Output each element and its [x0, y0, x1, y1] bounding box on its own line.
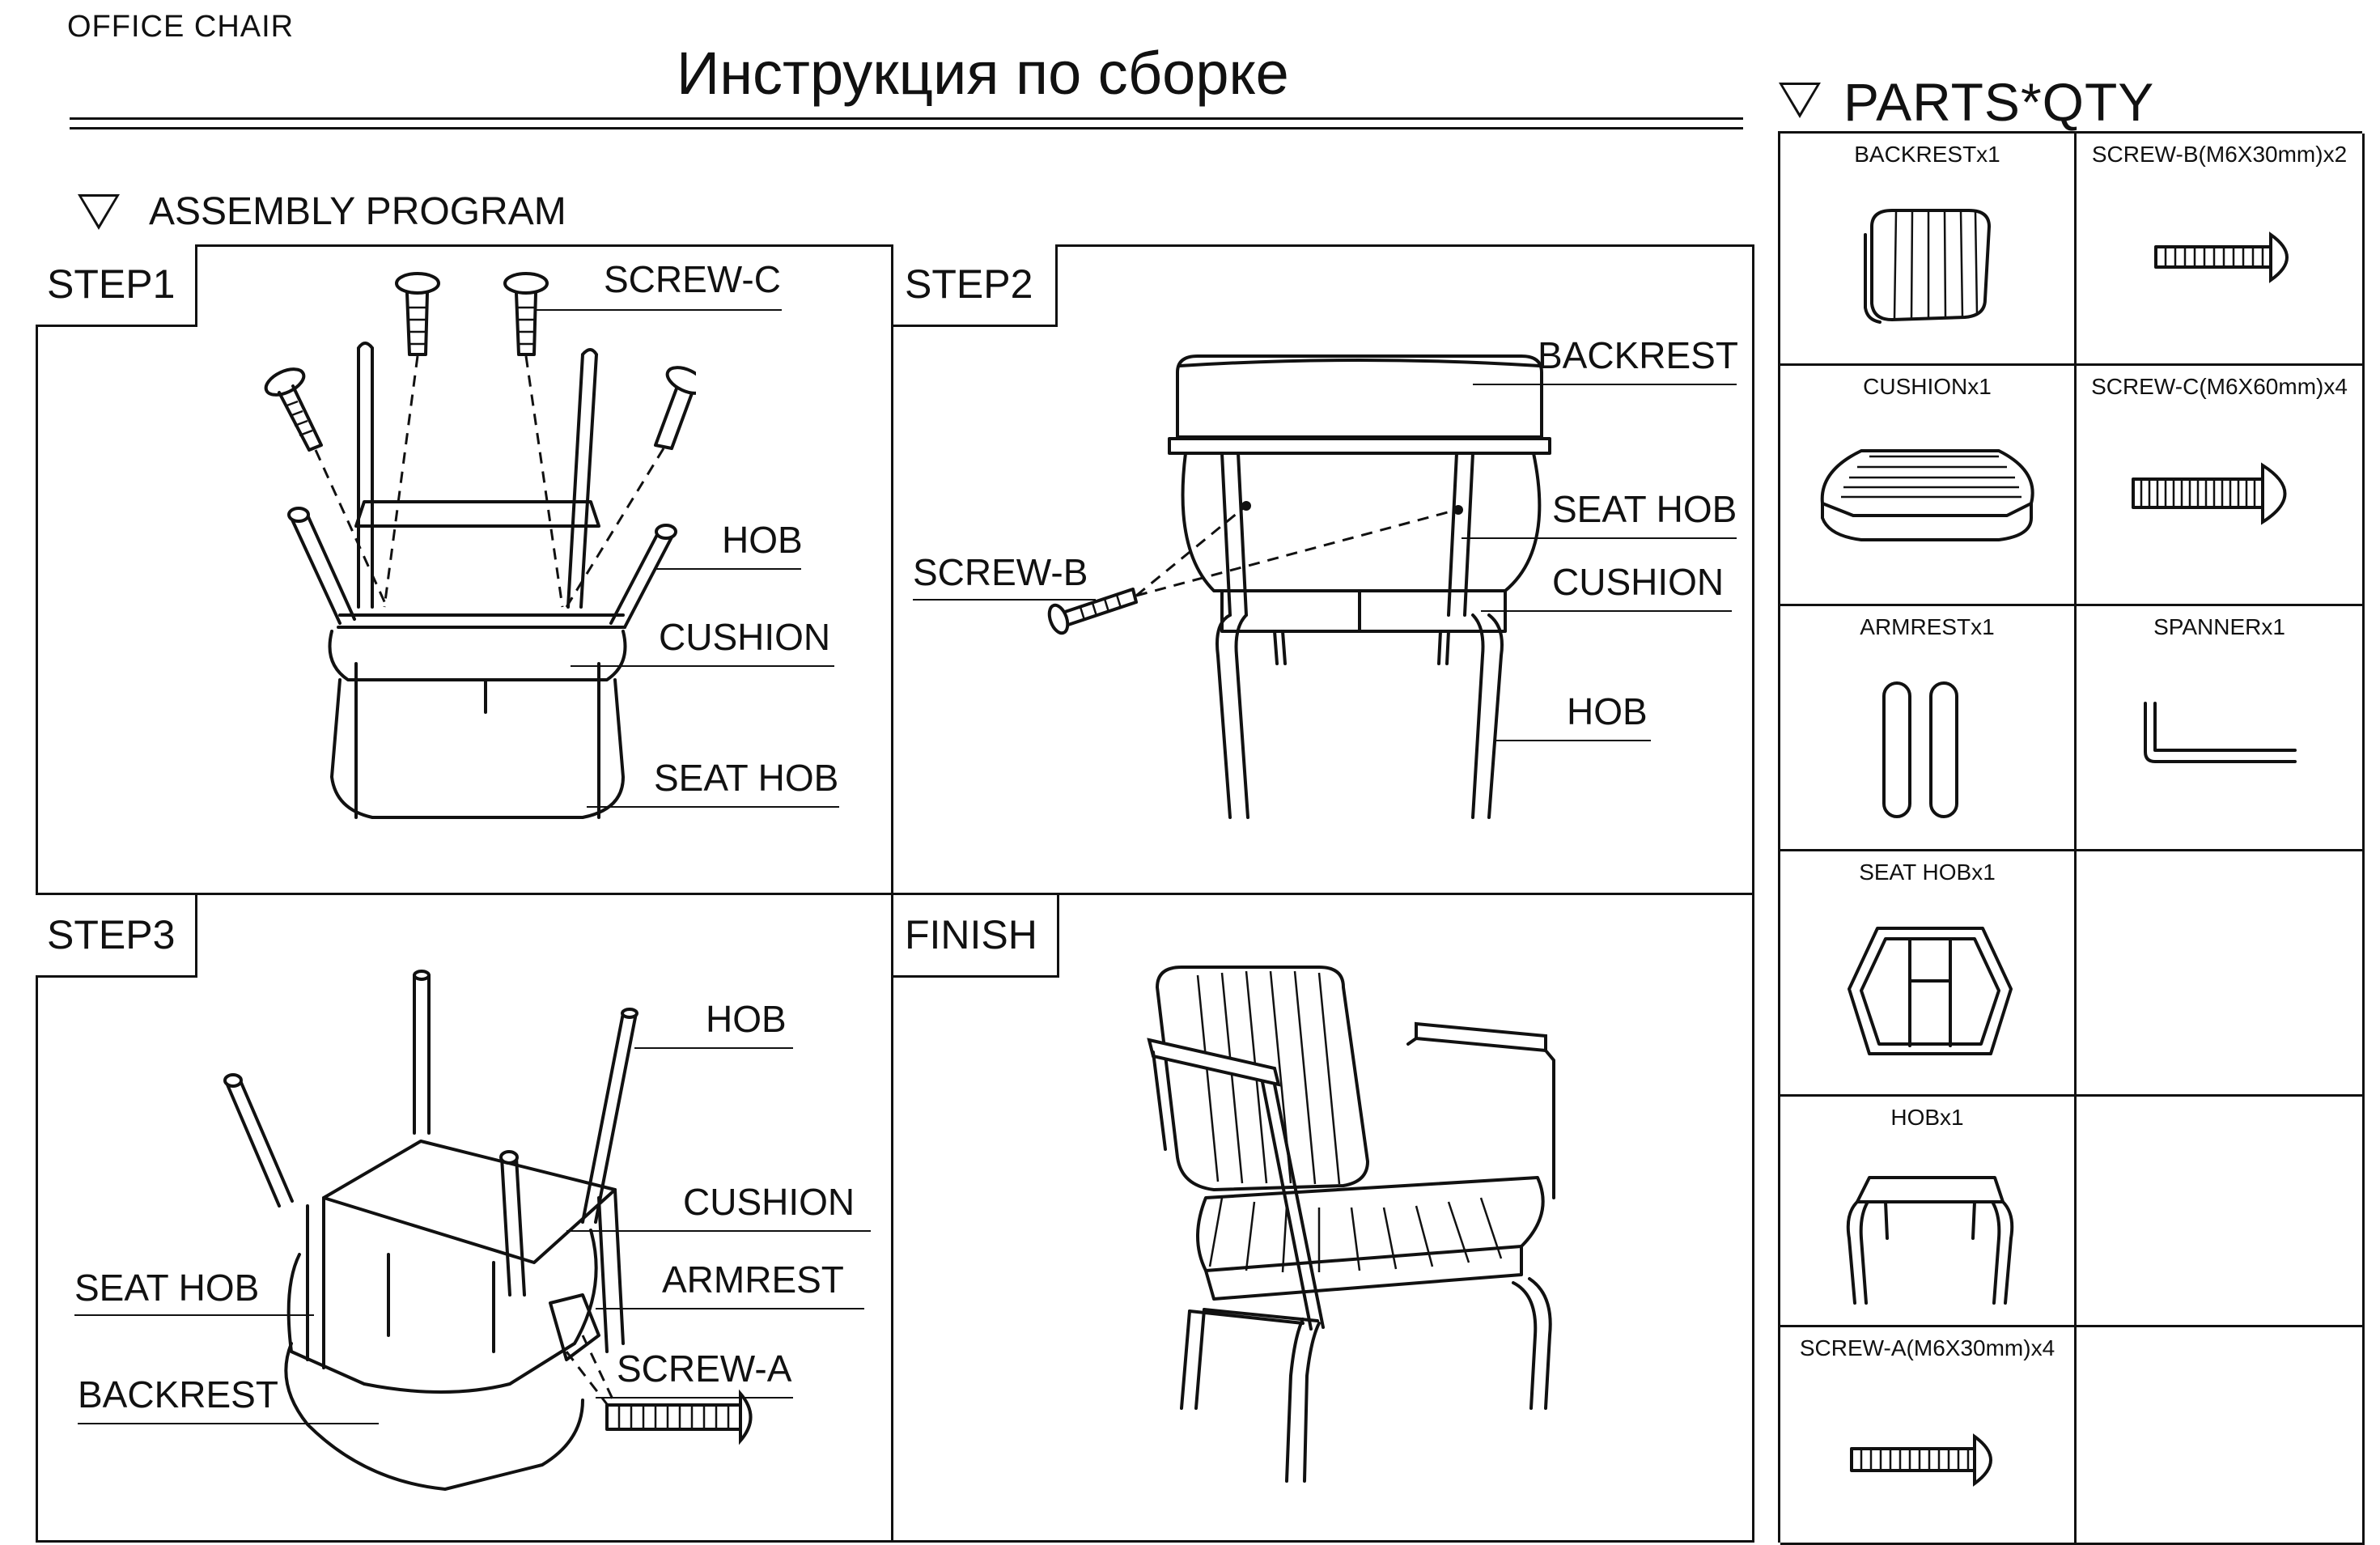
- parts-cell-hob: HOBx1: [1780, 1097, 2077, 1327]
- parts-cell-screw-c: SCREW-C(M6X60mm)x4: [2077, 366, 2365, 606]
- parts-cell-cushion: CUSHIONx1: [1780, 366, 2077, 606]
- seat-hob-icon: [1848, 927, 2013, 1055]
- screw-icon: [503, 272, 549, 356]
- leader-line: [655, 568, 801, 570]
- parts-cell-label: ARMRESTx1: [1860, 614, 1995, 639]
- step1-label-screw-c: SCREW-C: [604, 258, 781, 300]
- leader-line: [1473, 384, 1737, 385]
- title-rule-bottom: [70, 127, 1743, 129]
- leader-line: [913, 599, 1096, 601]
- step3-label-cushion: CUSHION: [683, 1181, 855, 1223]
- step2-drawing: [1047, 354, 1551, 819]
- parts-cell-label: SEAT HOBx1: [1859, 860, 1996, 885]
- step2-label-hob: HOB: [1567, 690, 1648, 732]
- step1-tag: STEP1: [36, 244, 197, 327]
- parts-cell-spanner: SPANNERx1: [2077, 606, 2365, 851]
- parts-cell-screw-a: SCREW-A(M6X30mm)x4: [1780, 1327, 2077, 1545]
- screw-icon: [1850, 1433, 1992, 1487]
- leader-line: [571, 665, 834, 667]
- parts-cell-screw-b: SCREW-B(M6X30mm)x2: [2077, 134, 2365, 366]
- screw-icon: [2154, 231, 2289, 283]
- leader-line: [78, 1423, 379, 1424]
- screw-icon: [395, 272, 440, 356]
- cushion-icon: [1820, 449, 2034, 541]
- leader-line: [596, 1397, 793, 1399]
- finish-chair-drawing: [1147, 966, 1555, 1483]
- title-rule-top: [70, 117, 1743, 120]
- parts-cell-label: CUSHIONx1: [1863, 374, 1992, 399]
- backrest-icon: [1864, 209, 1991, 324]
- parts-cell-label: HOBx1: [1890, 1105, 1964, 1130]
- leader-line: [1494, 740, 1651, 741]
- leader-line: [587, 806, 839, 808]
- step3-label-armrest: ARMREST: [662, 1258, 844, 1301]
- parts-cell-armrest: ARMRESTx1: [1780, 606, 2077, 851]
- parts-cell-empty: [2077, 851, 2365, 1097]
- parts-cell-label: SCREW-C(M6X60mm)x4: [2091, 374, 2348, 399]
- triangle-icon: [78, 194, 120, 230]
- step3-label-hob: HOB: [706, 998, 787, 1040]
- step1-drawing: [264, 272, 696, 819]
- parts-cell-label: SCREW-B(M6X30mm)x2: [2091, 142, 2348, 167]
- step2-tag: STEP2: [893, 244, 1058, 327]
- step3-drawing: [223, 970, 753, 1491]
- parts-cell-backrest: BACKRESTx1: [1780, 134, 2077, 366]
- parts-qty-heading: PARTS*QTY: [1843, 72, 2155, 132]
- leader-line: [1481, 610, 1732, 612]
- assembly-program-heading: ASSEMBLY PROGRAM: [149, 190, 566, 233]
- step2-label-screw-b: SCREW-B: [913, 551, 1088, 593]
- step2-label-backrest: BACKREST: [1538, 334, 1738, 376]
- step3-label-backrest: BACKREST: [78, 1373, 278, 1416]
- step3-tag: STEP3: [36, 895, 197, 978]
- leader-line: [74, 1314, 314, 1316]
- parts-cell-label: SPANNERx1: [2153, 614, 2285, 639]
- leader-line: [1462, 537, 1737, 539]
- leader-line: [566, 1230, 871, 1232]
- parts-cell-empty: [2077, 1327, 2365, 1545]
- product-name: OFFICE CHAIR: [67, 10, 295, 44]
- parts-cell-label: SCREW-A(M6X30mm)x4: [1799, 1335, 2055, 1360]
- step3-label-seat-hob: SEAT HOB: [74, 1267, 260, 1309]
- step1-label-cushion: CUSHION: [659, 616, 831, 658]
- parts-cell-label: BACKRESTx1: [1854, 142, 2000, 167]
- leader-line: [534, 309, 782, 311]
- leader-line: [634, 1047, 793, 1049]
- armrest-icon: [1882, 681, 1958, 818]
- step2-label-cushion: CUSHION: [1552, 561, 1725, 603]
- finish-tag: FINISH: [893, 895, 1059, 978]
- page-title: Инструкция по сборке: [677, 40, 1289, 107]
- step1-label-seat-hob: SEAT HOB: [654, 757, 839, 799]
- leader-line: [596, 1308, 864, 1309]
- spanner-icon: [2144, 702, 2297, 763]
- screw-icon: [1047, 588, 1138, 635]
- triangle-icon: [1779, 83, 1821, 118]
- screw-icon: [654, 366, 696, 450]
- parts-cell-empty: [2077, 1097, 2365, 1327]
- step3-label-screw-a: SCREW-A: [617, 1348, 792, 1390]
- screw-icon: [2132, 462, 2287, 525]
- screw-icon: [264, 367, 323, 452]
- parts-cell-seat-hob: SEAT HOBx1: [1780, 851, 2077, 1097]
- step1-label-hob: HOB: [722, 519, 803, 561]
- hob-icon: [1846, 1176, 2014, 1305]
- step2-label-seat-hob: SEAT HOB: [1552, 488, 1737, 530]
- screw-icon: [605, 1389, 753, 1445]
- panel-divider-horizontal: [36, 893, 1754, 895]
- parts-table: BACKRESTx1 SCREW-B(M6X30mm)x2 CUSHIONx1 …: [1778, 131, 2365, 1545]
